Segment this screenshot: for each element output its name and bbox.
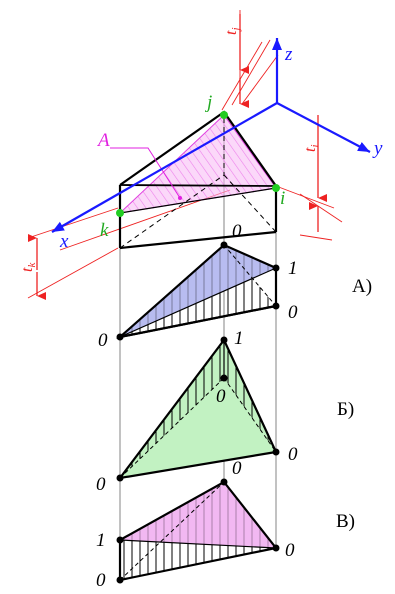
- panel-c-top: 0: [232, 458, 242, 479]
- panel-b-right: 0: [288, 444, 298, 465]
- panel-a: [116, 241, 280, 341]
- prism-element: [110, 110, 280, 250]
- node-j: [220, 111, 228, 119]
- coordinate-axes: [51, 38, 371, 233]
- ti-label: ti: [302, 144, 321, 152]
- area-label: A: [96, 130, 110, 151]
- panel-a-caption: А): [352, 276, 372, 297]
- panel-a-right-upper: 1: [288, 258, 298, 279]
- panel-c-right: 0: [285, 540, 295, 561]
- svg-text:tk: tk: [19, 262, 38, 272]
- svg-text:ti: ti: [302, 144, 321, 152]
- z-axis-label: z: [284, 44, 293, 65]
- x-axis: [51, 102, 278, 233]
- panel-b: [116, 336, 280, 482]
- x-axis-label: x: [59, 231, 69, 252]
- panel-b-top: 1: [234, 328, 244, 349]
- panel-b-left: 0: [96, 474, 106, 495]
- panel-c-caption: В): [336, 511, 355, 532]
- tj-label: tj: [223, 27, 242, 35]
- svg-text:tj: tj: [223, 27, 242, 35]
- panel-c: [116, 478, 280, 584]
- panel-a-right-lower: 0: [288, 302, 298, 323]
- panel-a-top: 0: [232, 221, 242, 242]
- y-axis-label: y: [372, 138, 383, 159]
- node-i-label: i: [280, 188, 285, 209]
- node-j-label: j: [204, 92, 212, 113]
- node-k-label: k: [100, 220, 109, 241]
- panel-c-left-lower: 0: [96, 570, 106, 591]
- panel-b-middle: 0: [216, 386, 226, 407]
- area-leader: [110, 147, 181, 199]
- panel-c-left-upper: 1: [96, 530, 106, 551]
- node-i: [272, 184, 280, 192]
- load-arrows: [28, 14, 327, 300]
- tk-label: tk: [19, 262, 38, 272]
- panel-a-left: 0: [98, 330, 108, 351]
- y-axis: [276, 102, 371, 153]
- panel-b-caption: Б): [337, 399, 354, 420]
- node-k: [116, 209, 124, 217]
